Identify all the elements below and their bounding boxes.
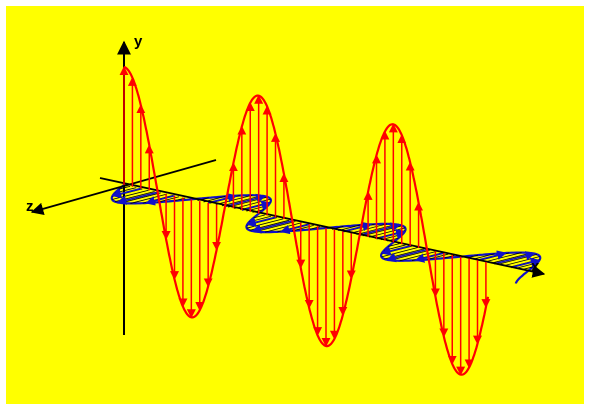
electric-field-layer (119, 65, 491, 376)
x-axis-label: x (531, 258, 540, 275)
magnetic-field-hatch (491, 252, 531, 264)
magnetic-field-arrow (414, 252, 445, 263)
x-axis (99, 177, 546, 278)
electric-field-curve (123, 65, 490, 376)
magnetic-field-hatch (253, 214, 265, 219)
magnetic-field-arrow (376, 229, 406, 240)
magnetic-field-arrow (111, 187, 142, 199)
magnetic-field-arrow (386, 248, 428, 263)
magnetic-field-layer (110, 184, 542, 284)
magnetic-field-arrow (145, 194, 175, 206)
y-axis-label: y (134, 33, 143, 50)
magnetic-field-arrow (510, 257, 541, 269)
magnetic-field-arrow (494, 251, 536, 265)
magnetic-field-hatch (388, 243, 400, 247)
magnetic-field-hatch (472, 253, 495, 260)
magnetic-field-hatch (157, 196, 180, 203)
magnetic-field-hatch (426, 253, 449, 260)
magnetic-field-arrow (251, 220, 293, 234)
magnetic-field-arrow (116, 191, 158, 205)
magnetic-field-arrow (477, 250, 507, 262)
magnetic-field-hatch (292, 225, 314, 232)
magnetic-field-hatch (121, 192, 161, 204)
magnetic-field-hatch (118, 185, 131, 190)
magnetic-field-arrow (380, 245, 411, 256)
z-axis-label: z (26, 198, 34, 215)
magnetic-field-arrow (342, 221, 373, 233)
magnetic-field-hatch (390, 249, 431, 261)
background-panel (6, 6, 584, 404)
z-axis (30, 159, 217, 215)
magnetic-field-hatch (255, 221, 296, 233)
magnetic-field-arrow (279, 223, 310, 235)
magnetic-field-arrow (246, 216, 276, 227)
